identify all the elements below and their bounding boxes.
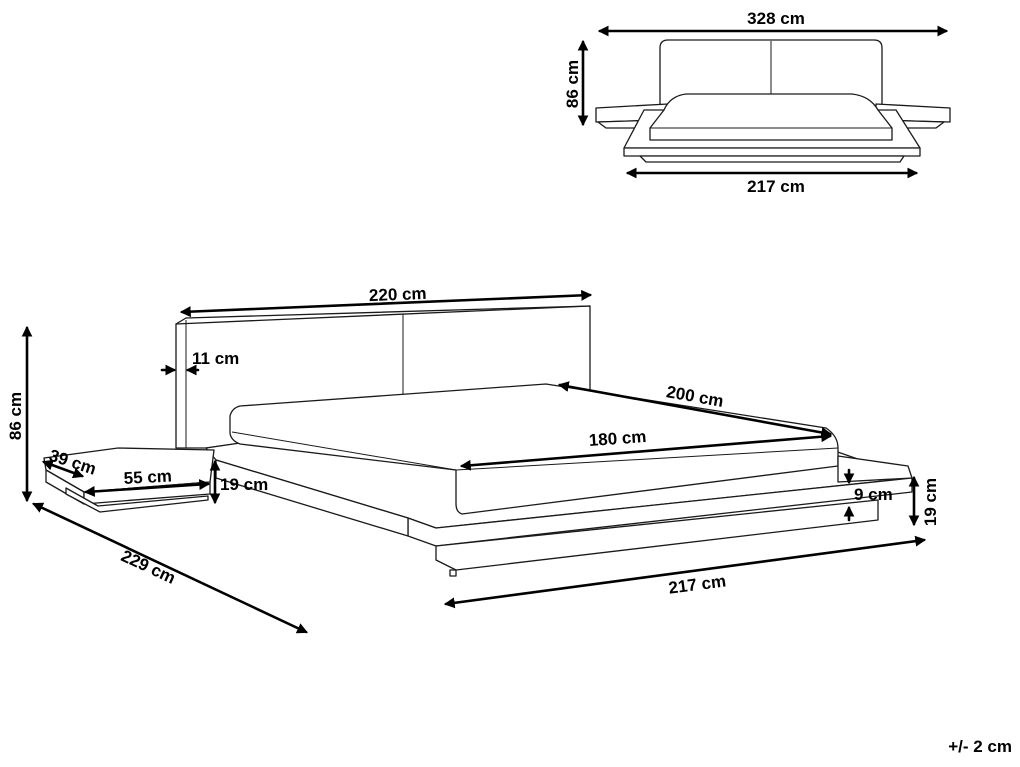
label-nightstand-width: 55 cm: [123, 466, 172, 487]
front-view: [595, 39, 951, 163]
label-headboard-width: 220 cm: [369, 284, 427, 305]
arrow-mattress-length: [557, 381, 833, 438]
arrow-headboard-width: [179, 289, 593, 318]
front-mattress: [649, 93, 893, 141]
label-frame-gap: 9 cm: [854, 485, 893, 504]
label-frame-height: 19 cm: [921, 478, 940, 526]
arrow-mattress-width: [459, 431, 833, 471]
label-mattress-width: 180 cm: [588, 427, 647, 450]
label-front-width: 328 cm: [747, 9, 805, 28]
label-front-height: 86 cm: [563, 60, 582, 108]
label-headboard-thickness: 11 cm: [192, 349, 239, 368]
arrow-base-width: [443, 535, 927, 609]
label-base-width: 217 cm: [667, 571, 727, 597]
label-front-base: 217 cm: [747, 177, 805, 196]
label-total-height: 86 cm: [6, 392, 25, 440]
tolerance-note: +/- 2 cm: [948, 737, 1012, 756]
label-nightstand-height: 19 cm: [220, 475, 268, 494]
label-total-length: 229 cm: [118, 546, 178, 588]
arrow-total-length: [32, 502, 308, 634]
